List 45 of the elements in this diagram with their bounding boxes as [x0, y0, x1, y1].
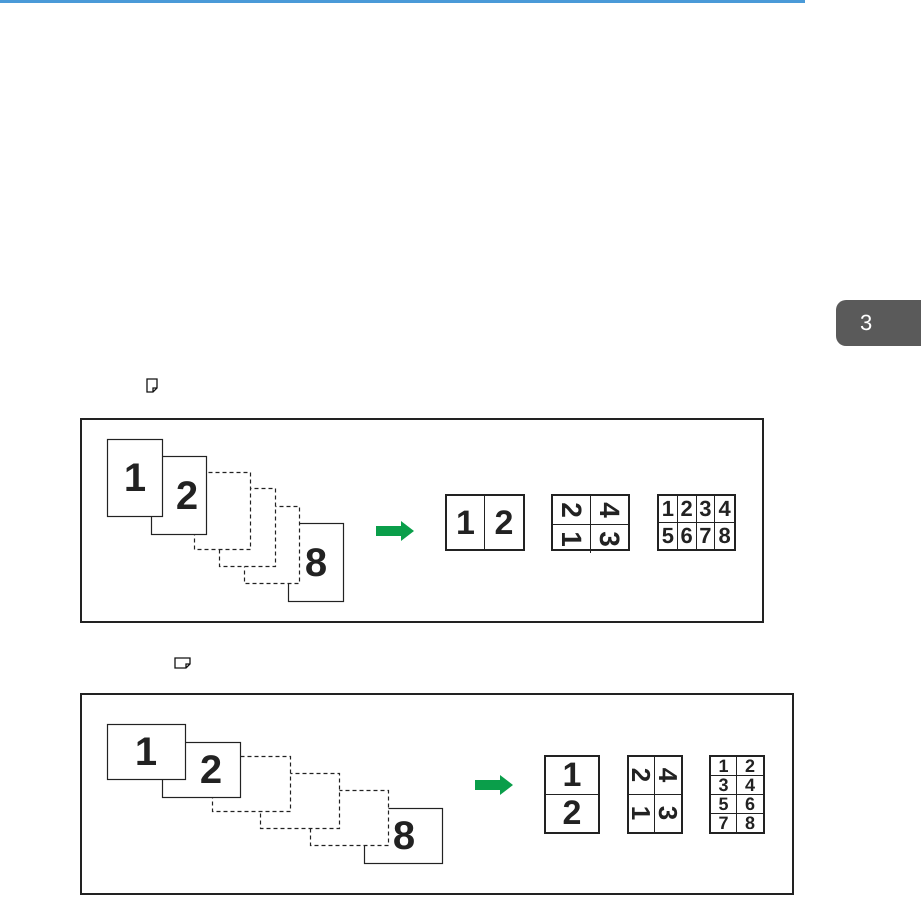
- page-number: 5: [662, 524, 674, 547]
- page-number: 8: [304, 543, 328, 583]
- page-number: 2: [744, 757, 755, 775]
- page-number: 5: [718, 795, 728, 813]
- combined-sheet: [709, 755, 765, 834]
- arrow: [474, 774, 512, 794]
- page-number: 8: [718, 524, 731, 547]
- page-number: 7: [718, 814, 728, 832]
- page-number: 1: [662, 498, 674, 520]
- page-number: 4: [718, 498, 731, 520]
- page-number: 3: [699, 498, 712, 520]
- page-number: 1: [718, 757, 728, 775]
- combined-sheet: [551, 494, 630, 551]
- page-number: 1: [628, 806, 654, 820]
- page-number: 2: [557, 502, 586, 518]
- combined-sheet: [627, 755, 683, 834]
- page-number: 1: [134, 732, 158, 772]
- page-number: 1: [557, 531, 586, 547]
- page-number: 6: [744, 795, 755, 813]
- page-number: 4: [595, 502, 624, 518]
- combined-sheet: [544, 755, 600, 834]
- page-number: 7: [699, 524, 712, 547]
- combined-sheet: [657, 494, 736, 551]
- chapter-number: 3: [860, 310, 872, 336]
- page-number: 3: [595, 531, 624, 547]
- page-number: 4: [744, 776, 755, 794]
- page-number: 2: [494, 506, 514, 540]
- page-number: 3: [655, 806, 681, 820]
- arrow: [376, 520, 414, 540]
- page-number: 1: [456, 506, 475, 540]
- page-number: 2: [176, 476, 198, 516]
- page-number: 8: [392, 816, 416, 856]
- page-number: 1: [124, 458, 146, 498]
- page-number: 3: [718, 776, 728, 794]
- page-number: 2: [562, 796, 582, 830]
- figure-frame: [80, 693, 794, 895]
- page-number: 2: [680, 498, 693, 520]
- combined-sheet: [445, 494, 525, 551]
- figure-frame: [80, 418, 764, 623]
- page-number: 1: [562, 758, 582, 792]
- page-number: 2: [628, 768, 654, 782]
- page-number: 4: [655, 768, 681, 782]
- page-number: 8: [744, 814, 755, 832]
- page-number: 6: [680, 524, 693, 547]
- page-number: 2: [200, 750, 222, 790]
